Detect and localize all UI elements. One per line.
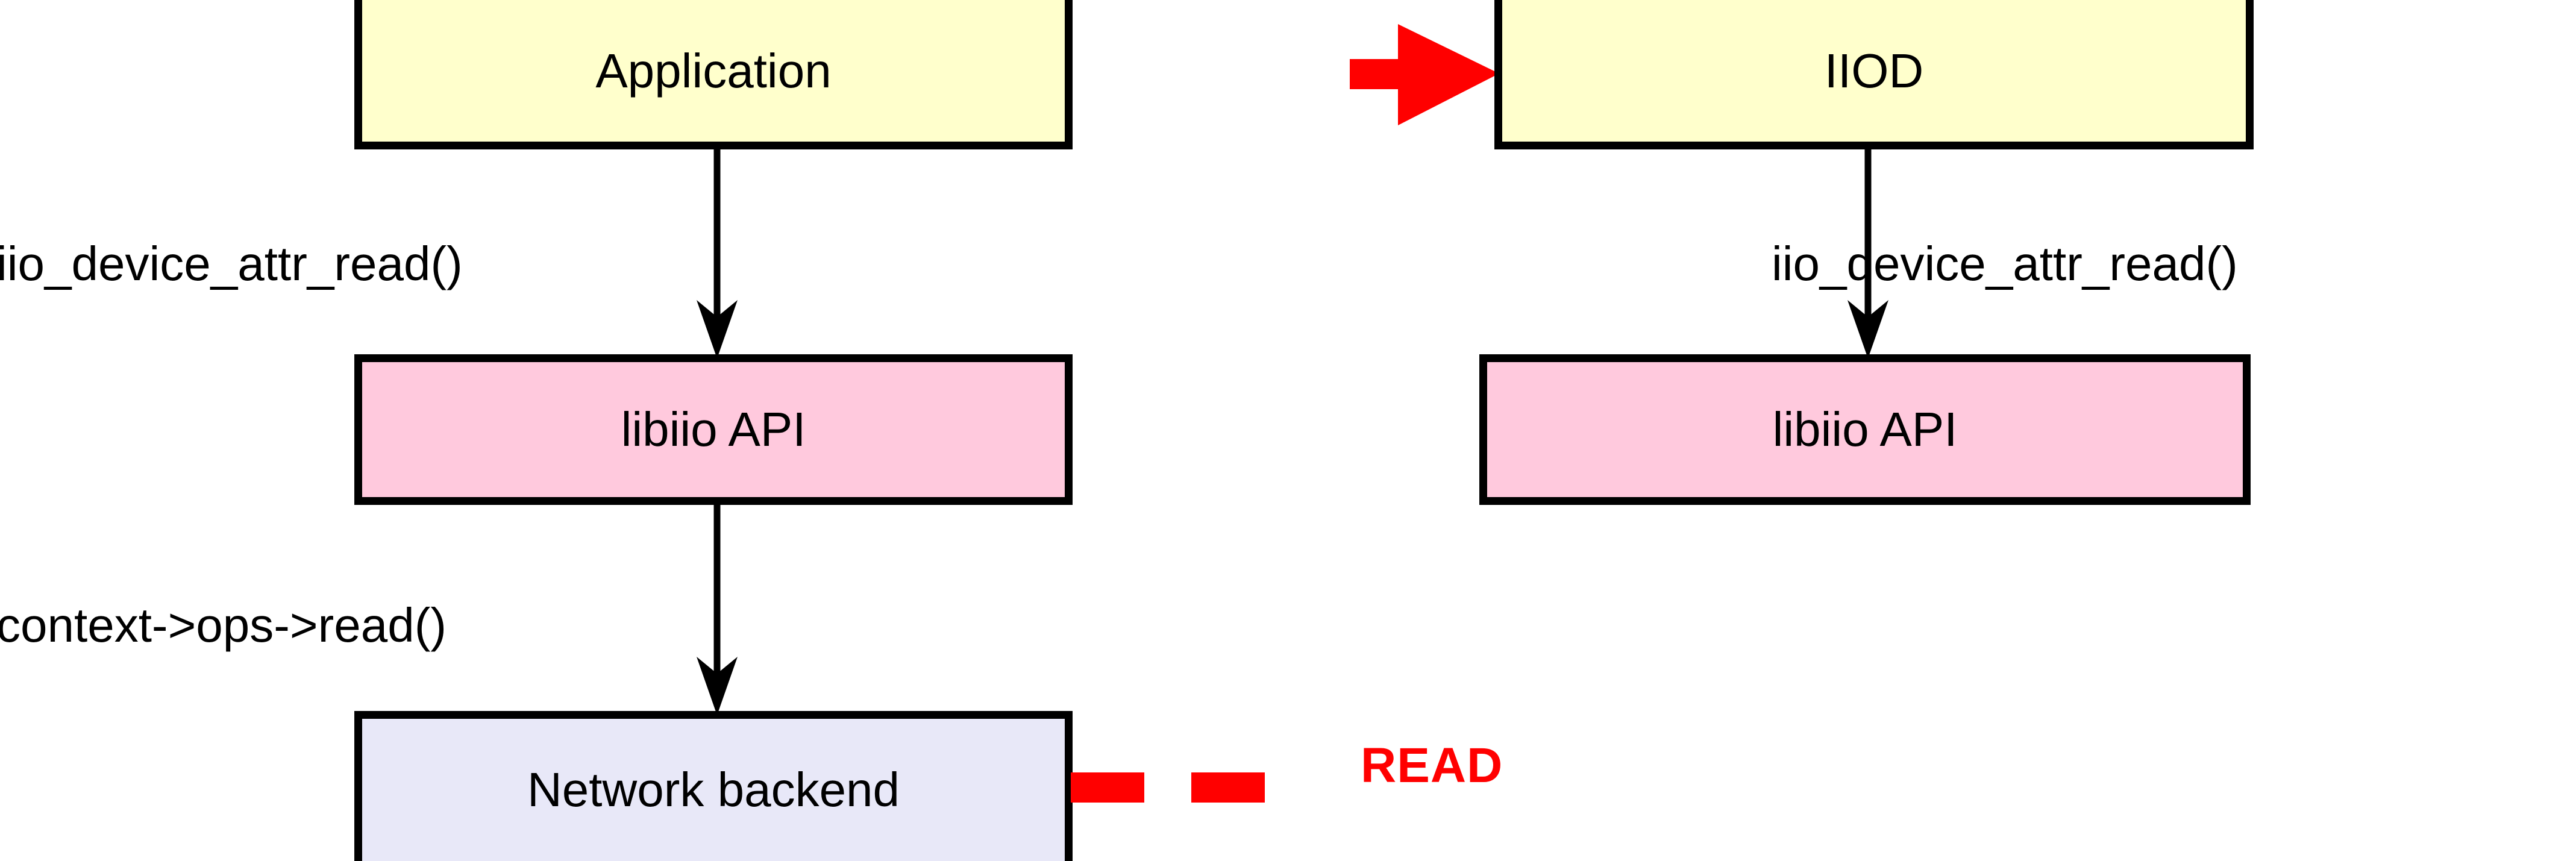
node-application[interactable]: Application	[354, 0, 1073, 149]
arrow-iiod-to-libiio-api	[1847, 145, 1888, 358]
node-libiio-api-client-label: libiio API	[621, 402, 806, 456]
node-application-label: Application	[595, 43, 832, 98]
node-libiio-api-client[interactable]: libiio API	[354, 354, 1073, 505]
node-iiod-label: IIOD	[1824, 43, 1924, 98]
flow-dash-segment	[1191, 772, 1265, 803]
flow-arrow-to-iiod	[1350, 24, 1499, 125]
node-iiod[interactable]: IIOD	[1494, 0, 2254, 149]
node-libiio-api-server[interactable]: libiio API	[1479, 354, 2251, 505]
edge-label-application-to-libiio-api: iio_device_attr_read()	[0, 237, 463, 290]
node-network-backend-label: Network backend	[527, 763, 900, 816]
edge-label-iiod-to-libiio-api: iio_device_attr_read()	[1772, 237, 2238, 290]
flow-dash-segment	[1071, 772, 1144, 803]
arrow-libiio-api-to-network-backend	[697, 501, 738, 715]
arrow-application-to-libiio-api	[697, 145, 738, 358]
flow-label-read: READ	[1361, 738, 1503, 793]
node-network-backend[interactable]: Network backend	[354, 711, 1073, 861]
edge-label-libiio-api-to-network-backend: context->ops->read()	[0, 598, 447, 652]
node-libiio-api-server-label: libiio API	[1772, 402, 1958, 456]
